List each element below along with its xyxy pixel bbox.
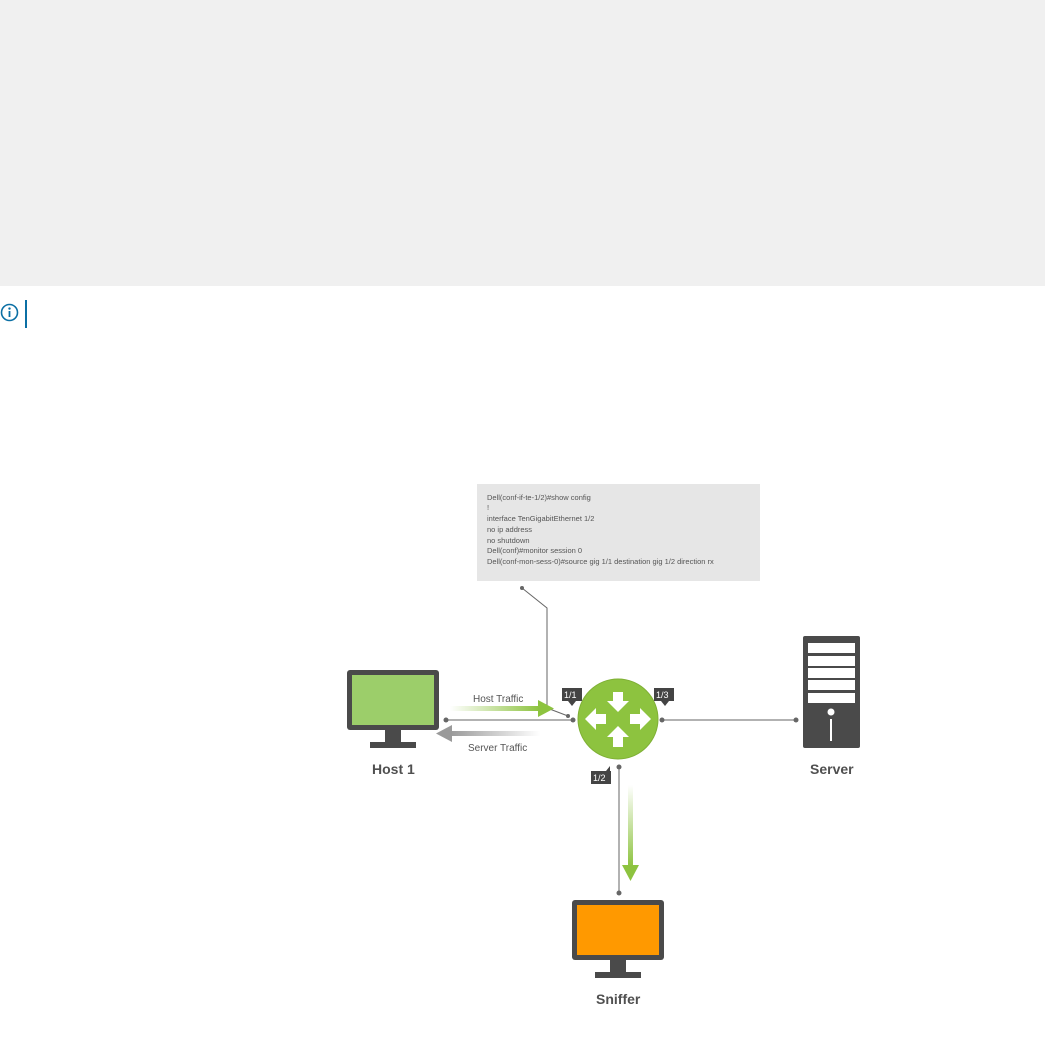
router-icon (577, 678, 659, 760)
host-traffic-label: Host Traffic (473, 694, 523, 705)
note-divider (25, 300, 27, 328)
server-traffic-arrow (436, 725, 540, 742)
sniffer-label: Sniffer (596, 991, 641, 1007)
sniffer-monitor-icon (572, 900, 664, 978)
link-host-router (443, 717, 576, 723)
cli-line: no ip address (487, 525, 532, 534)
link-router-sniffer (616, 764, 622, 896)
callout-leader (520, 586, 570, 718)
cli-line: Dell(conf-if-te-1/2)#show config (487, 493, 591, 502)
svg-text:1/3: 1/3 (656, 690, 669, 700)
mirror-traffic-arrow (622, 785, 639, 881)
info-icon (0, 303, 19, 322)
host-label: Host 1 (372, 761, 415, 777)
svg-text:1/1: 1/1 (564, 690, 577, 700)
port-label-1-3: 1/3 (654, 688, 674, 706)
top-gray-panel (0, 0, 1045, 286)
host-monitor-icon (347, 670, 439, 748)
server-label: Server (810, 761, 854, 777)
port-label-1-1: 1/1 (562, 688, 582, 706)
cli-line: Dell(conf)#monitor session 0 (487, 546, 582, 555)
port-label-1-2: 1/2 (591, 766, 611, 784)
cli-line: no shutdown (487, 536, 530, 545)
cli-line: Dell(conf-mon-sess-0)#source gig 1/1 des… (487, 557, 714, 566)
svg-text:1/2: 1/2 (593, 773, 606, 783)
server-traffic-label: Server Traffic (468, 743, 527, 754)
host-traffic-arrow (450, 700, 554, 717)
server-tower-icon (803, 636, 860, 748)
cli-line: interface TenGigabitEthernet 1/2 (487, 514, 594, 523)
cli-line: ! (487, 503, 489, 512)
cli-config-box: Dell(conf-if-te-1/2)#show config ! inter… (477, 484, 760, 581)
link-router-server (659, 717, 799, 723)
